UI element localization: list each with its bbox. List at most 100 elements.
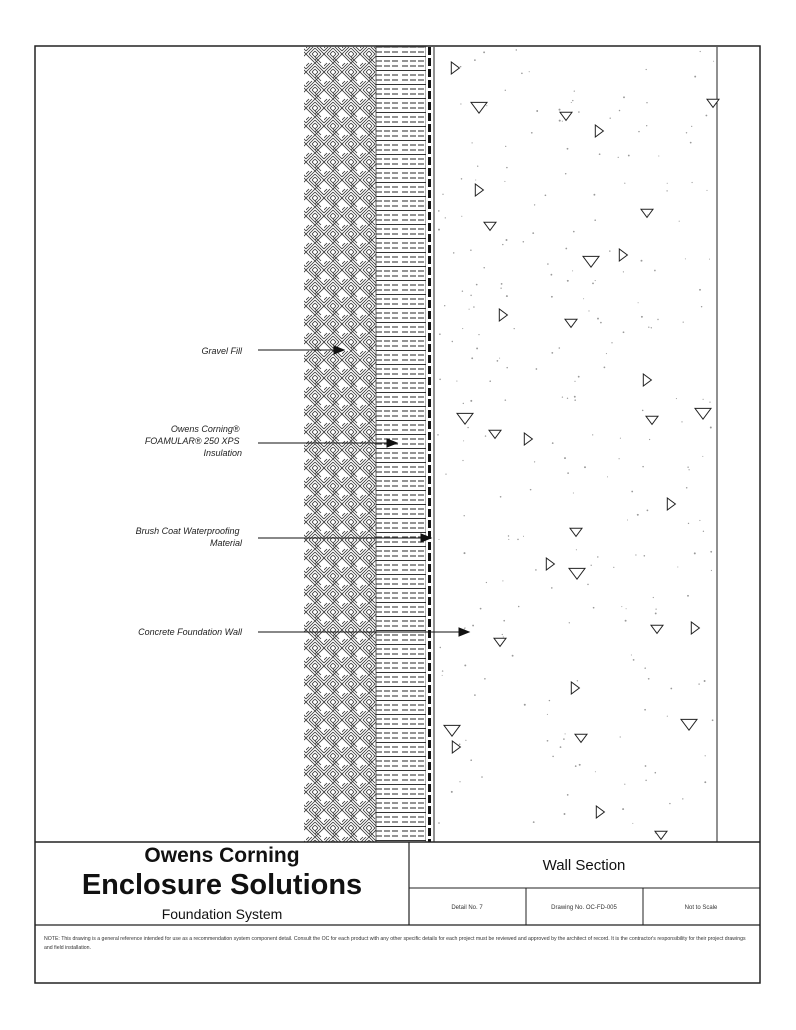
concrete-speckle — [483, 266, 485, 269]
concrete-speckle — [558, 347, 561, 349]
concrete-speckle — [558, 119, 561, 122]
concrete-speckle — [587, 583, 589, 586]
concrete-speckle — [564, 733, 566, 735]
concrete-speckle — [594, 280, 596, 282]
concrete-aggregate — [642, 373, 653, 387]
concrete-speckle — [550, 587, 553, 589]
concrete-speckle — [644, 708, 646, 711]
concrete-speckle — [647, 214, 649, 216]
concrete-speckle — [624, 783, 626, 785]
concrete-aggregate — [470, 101, 488, 115]
concrete-speckle — [533, 204, 536, 206]
disclaimer-note: NOTE: This drawing is a general referenc… — [44, 936, 746, 951]
concrete-speckle — [473, 306, 475, 308]
concrete-speckle — [552, 755, 554, 758]
concrete-speckle — [441, 674, 443, 676]
concrete-speckle — [496, 360, 499, 362]
concrete-speckle — [699, 288, 701, 291]
concrete-speckle — [666, 715, 668, 717]
concrete-speckle — [499, 357, 501, 359]
concrete-speckle — [546, 713, 548, 715]
concrete-speckle — [681, 421, 683, 423]
concrete-speckle — [646, 102, 648, 104]
concrete-speckle — [484, 678, 486, 680]
concrete-speckle — [505, 145, 507, 148]
concrete-speckle — [563, 813, 566, 815]
concrete-speckle — [711, 719, 714, 722]
concrete-speckle — [438, 822, 440, 824]
concrete-speckle — [637, 302, 639, 304]
concrete-speckle — [646, 509, 649, 512]
concrete-speckle — [532, 821, 535, 824]
concrete-speckle — [622, 271, 624, 273]
concrete-speckle — [594, 219, 596, 221]
concrete-speckle — [687, 594, 689, 597]
concrete-speckle — [437, 434, 439, 436]
concrete-speckle — [703, 680, 706, 682]
cell-detail-number: Detail No. 7 — [451, 905, 483, 911]
concrete-speckle — [632, 822, 634, 824]
concrete-speckle — [657, 318, 659, 321]
concrete-speckle — [475, 283, 478, 286]
concrete-speckle — [563, 738, 565, 740]
concrete-speckle — [710, 550, 713, 553]
concrete-speckle — [485, 581, 488, 584]
concrete-speckle — [564, 172, 567, 175]
concrete-speckle — [652, 596, 654, 599]
concrete-speckle — [654, 771, 657, 774]
concrete-speckle — [630, 654, 632, 656]
concrete-speckle — [627, 154, 630, 157]
concrete-speckle — [619, 736, 621, 738]
concrete-aggregate — [574, 733, 588, 744]
concrete-speckle — [687, 522, 690, 525]
concrete-speckle — [702, 455, 704, 457]
concrete-speckle — [648, 438, 651, 441]
concrete-speckle — [559, 746, 562, 748]
cell-scale: Not to Scale — [685, 905, 718, 911]
concrete-aggregate — [694, 407, 712, 421]
concrete-speckle — [573, 90, 575, 92]
concrete-speckle — [593, 193, 596, 196]
concrete-speckle — [572, 270, 574, 272]
concrete-speckle — [573, 395, 576, 398]
concrete-speckle — [551, 442, 554, 444]
concrete-speckle — [693, 552, 696, 555]
arrowhead-gravel — [333, 345, 346, 355]
concrete-speckle — [709, 401, 711, 403]
concrete-speckle — [503, 619, 506, 622]
concrete-speckle — [507, 535, 510, 537]
concrete-speckle — [547, 263, 549, 265]
concrete-speckle — [505, 295, 508, 298]
concrete-speckle — [444, 305, 446, 307]
concrete-aggregate — [545, 557, 556, 571]
concrete-speckle — [678, 220, 680, 222]
concrete-aggregate — [569, 527, 583, 538]
concrete-speckle — [684, 258, 686, 260]
concrete-speckle — [561, 120, 563, 122]
concrete-speckle — [566, 794, 569, 796]
note-container: NOTE: This drawing is a general referenc… — [44, 936, 746, 951]
concrete-speckle — [574, 765, 577, 767]
concrete-speckle — [502, 243, 504, 246]
concrete-aggregate — [451, 740, 462, 754]
concrete-aggregate — [498, 308, 509, 322]
concrete-speckle — [565, 247, 568, 250]
cell-drawing-number: Drawing No. OC-FD-005 — [551, 905, 617, 911]
concrete-speckle — [654, 269, 656, 272]
concrete-speckle — [691, 125, 693, 128]
concrete-aggregate — [650, 624, 664, 635]
concrete-speckle — [451, 340, 454, 343]
arrowhead-concrete — [458, 627, 471, 637]
concrete-speckle — [588, 310, 590, 312]
drawing-title: Wall Section — [543, 857, 626, 874]
concrete-aggregate — [595, 805, 606, 819]
concrete-speckle — [598, 153, 601, 156]
concrete-speckle — [619, 437, 621, 439]
concrete-speckle — [515, 49, 518, 51]
concrete-speckle — [613, 566, 615, 569]
concrete-speckle — [463, 515, 465, 517]
concrete-speckle — [481, 776, 483, 778]
concrete-speckle — [644, 765, 647, 767]
callout-xps-insulation: Owens Corning® FOAMULAR® 250 XPS Insulat… — [145, 424, 242, 458]
